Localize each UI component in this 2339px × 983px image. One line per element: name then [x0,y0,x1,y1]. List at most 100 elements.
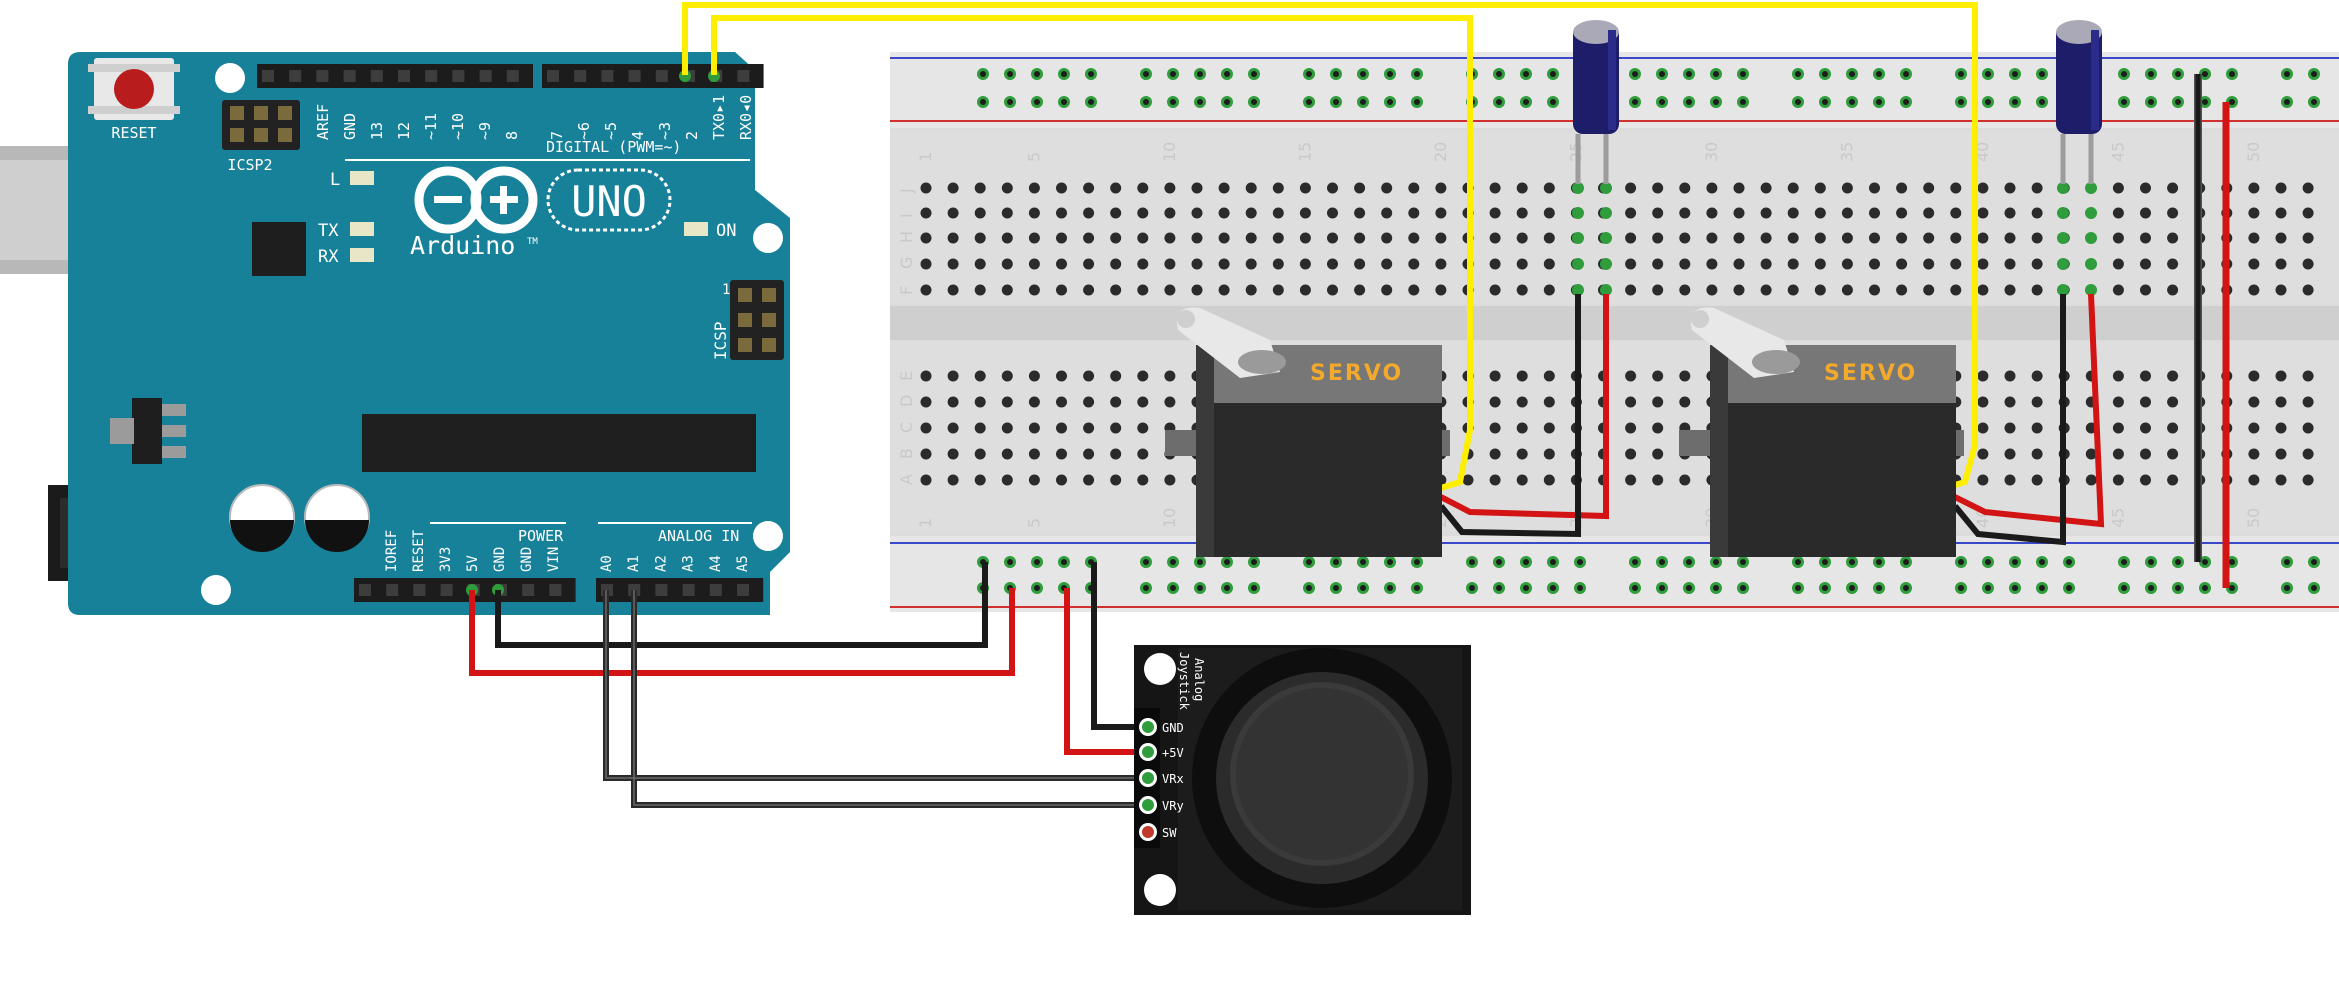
header-pin[interactable] [440,584,453,596]
breadboard-hole [2112,474,2124,486]
breadboard-hole [1516,232,1528,244]
header-pin[interactable] [413,584,426,596]
joystick-5v-wire [1064,588,1148,755]
connected-hole [1600,207,1612,219]
column-number: 5 [1024,518,1043,528]
breadboard-hole [1489,258,1501,270]
header-pin[interactable] [359,584,371,596]
breadboard-hole [1787,207,1799,219]
breadboard-hole [1896,182,1908,194]
servo-1: SERVO [1165,307,1450,557]
header-pin[interactable] [737,70,750,82]
breadboard-hole [920,182,932,194]
breadboard-hole [1950,232,1962,244]
breadboard-hole [2112,232,2124,244]
header-pin[interactable] [425,70,438,82]
header-pin[interactable] [398,70,410,82]
header-pin[interactable] [628,70,641,82]
mounting-hole [1144,874,1176,906]
breadboard-hole [1543,284,1555,296]
header-body [596,578,764,602]
row-letter: D [897,395,916,407]
header-pin[interactable] [343,70,356,82]
breadboard-hole [1489,448,1501,460]
connected-hole [2085,207,2097,219]
bottom-power-rail [890,536,2339,612]
breadboard-hole [2004,284,2016,296]
connected-hole [2057,182,2069,194]
breadboard-hole [2140,258,2151,270]
breadboard-hole [2031,370,2043,382]
header-pin[interactable] [522,584,535,596]
breadboard-hole [1164,232,1176,244]
breadboard-hole [2140,370,2151,382]
header-pin[interactable] [655,70,668,82]
breadboard-hole [1110,182,1122,194]
header-pin[interactable] [506,70,519,82]
breadboard-hole [1977,448,1989,460]
breadboard-hole [1354,232,1366,244]
breadboard-hole [2167,422,2179,434]
header-pin[interactable] [709,584,722,596]
breadboard-hole [974,232,986,244]
breadboard-hole [1814,284,1826,296]
header-pin[interactable] [682,584,695,596]
breadboard-hole [1137,448,1149,460]
header-pin[interactable] [316,70,329,82]
breadboard-hole [1625,182,1637,194]
digital-pin-label: 13 [368,122,386,140]
breadboard-hole [1327,182,1338,194]
breadboard-hole [1760,258,1772,270]
power-pin-label: GND [492,547,508,572]
header-pin[interactable] [574,70,587,82]
breadboard-hole [2031,474,2043,486]
header-pin[interactable] [737,584,749,596]
breadboard-hole [1543,474,1555,486]
breadboard-hole [947,448,959,460]
breadboard-hole [1977,474,1989,486]
breadboard-hole [1001,422,1013,434]
icsp2-label: ICSP2 [227,156,272,174]
header-pin[interactable] [549,584,562,596]
breadboard-hole [1869,258,1880,270]
mounting-hole [753,223,783,253]
breadboard-hole [1381,207,1393,219]
breadboard-hole [2167,474,2179,486]
breadboard-hole [1218,232,1230,244]
digital-pin-label: 8 [503,131,521,140]
breadboard-hole [1760,182,1772,194]
breadboard-hole [1001,396,1013,408]
header-pin[interactable] [289,70,302,82]
breadboard-hole [1137,474,1149,486]
breadboard-hole [2112,396,2124,408]
header-pin[interactable] [655,584,668,596]
header-pin[interactable] [262,70,274,82]
joystick-gnd-wire [1091,562,1148,730]
breadboard-hole [1028,232,1040,244]
breadboard-hole [920,396,932,408]
breadboard-hole [2275,370,2287,382]
digital-pin-label: ~3 [656,122,674,140]
header-pin[interactable] [452,70,465,82]
breadboard-hole [1652,182,1664,194]
header-pin[interactable] [386,584,399,596]
reset-button-cap[interactable] [114,69,154,109]
column-number: 50 [2244,142,2263,162]
breadboard-hole [2275,474,2287,486]
header-pin[interactable] [479,70,492,82]
breadboard-hole [1625,207,1637,219]
header-pin[interactable] [601,70,614,82]
header-pin[interactable] [370,70,383,82]
breadboard-hole [2004,370,2016,382]
reset-button[interactable] [88,58,180,120]
breadboard-hole [1489,232,1501,244]
breadboard-hole [1028,396,1040,408]
breadboard-hole [2031,232,2043,244]
breadboard-hole [1516,284,1528,296]
breadboard-hole [1083,448,1095,460]
breadboard-hole [2140,474,2151,486]
center-channel [890,306,2339,340]
header-pin[interactable] [547,70,559,82]
breadboard-hole [1056,182,1067,194]
breadboard-hole [2275,284,2287,296]
